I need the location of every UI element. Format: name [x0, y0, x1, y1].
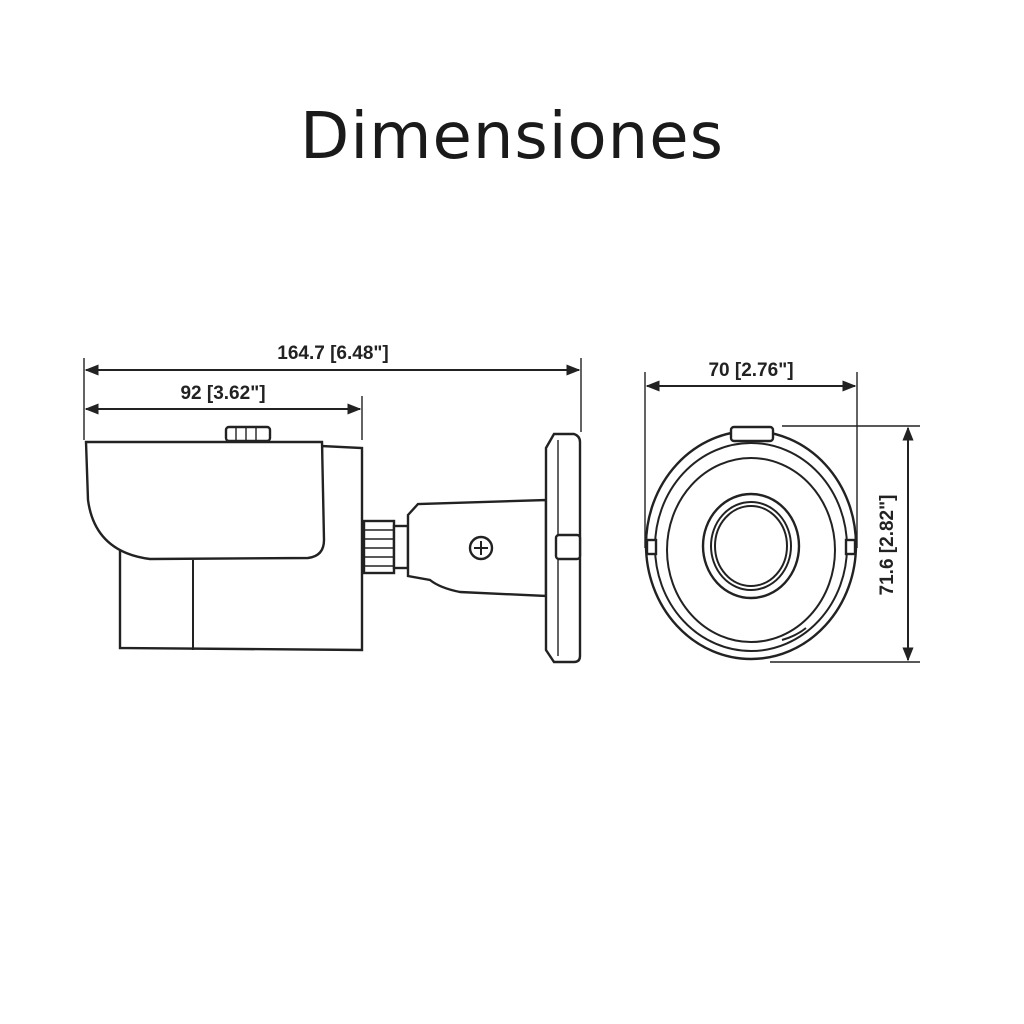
- body-length-dimension: 92 [3.62"]: [84, 383, 363, 440]
- mount-bracket: [362, 432, 582, 664]
- front-height-label: 71.6 [2.82"]: [877, 495, 898, 596]
- front-height-dimension: 71.6 [2.82"]: [770, 425, 920, 663]
- overall-length-dimension: 164.7 [6.48"]: [83, 343, 582, 440]
- front-width-dimension: 70 [2.76"]: [644, 360, 858, 548]
- front-width-label: 70 [2.76"]: [708, 360, 793, 381]
- camera-body: [84, 425, 364, 652]
- side-view: 164.7 [6.48"] 92 [3.62"]: [83, 343, 582, 664]
- camera-front: [644, 425, 858, 661]
- overall-length-label: 164.7 [6.48"]: [277, 343, 388, 364]
- front-view: 70 [2.76"] 71.6 [2.82"]: [644, 360, 920, 663]
- page-title: Dimensiones: [300, 100, 724, 174]
- body-length-label: 92 [3.62"]: [180, 383, 265, 404]
